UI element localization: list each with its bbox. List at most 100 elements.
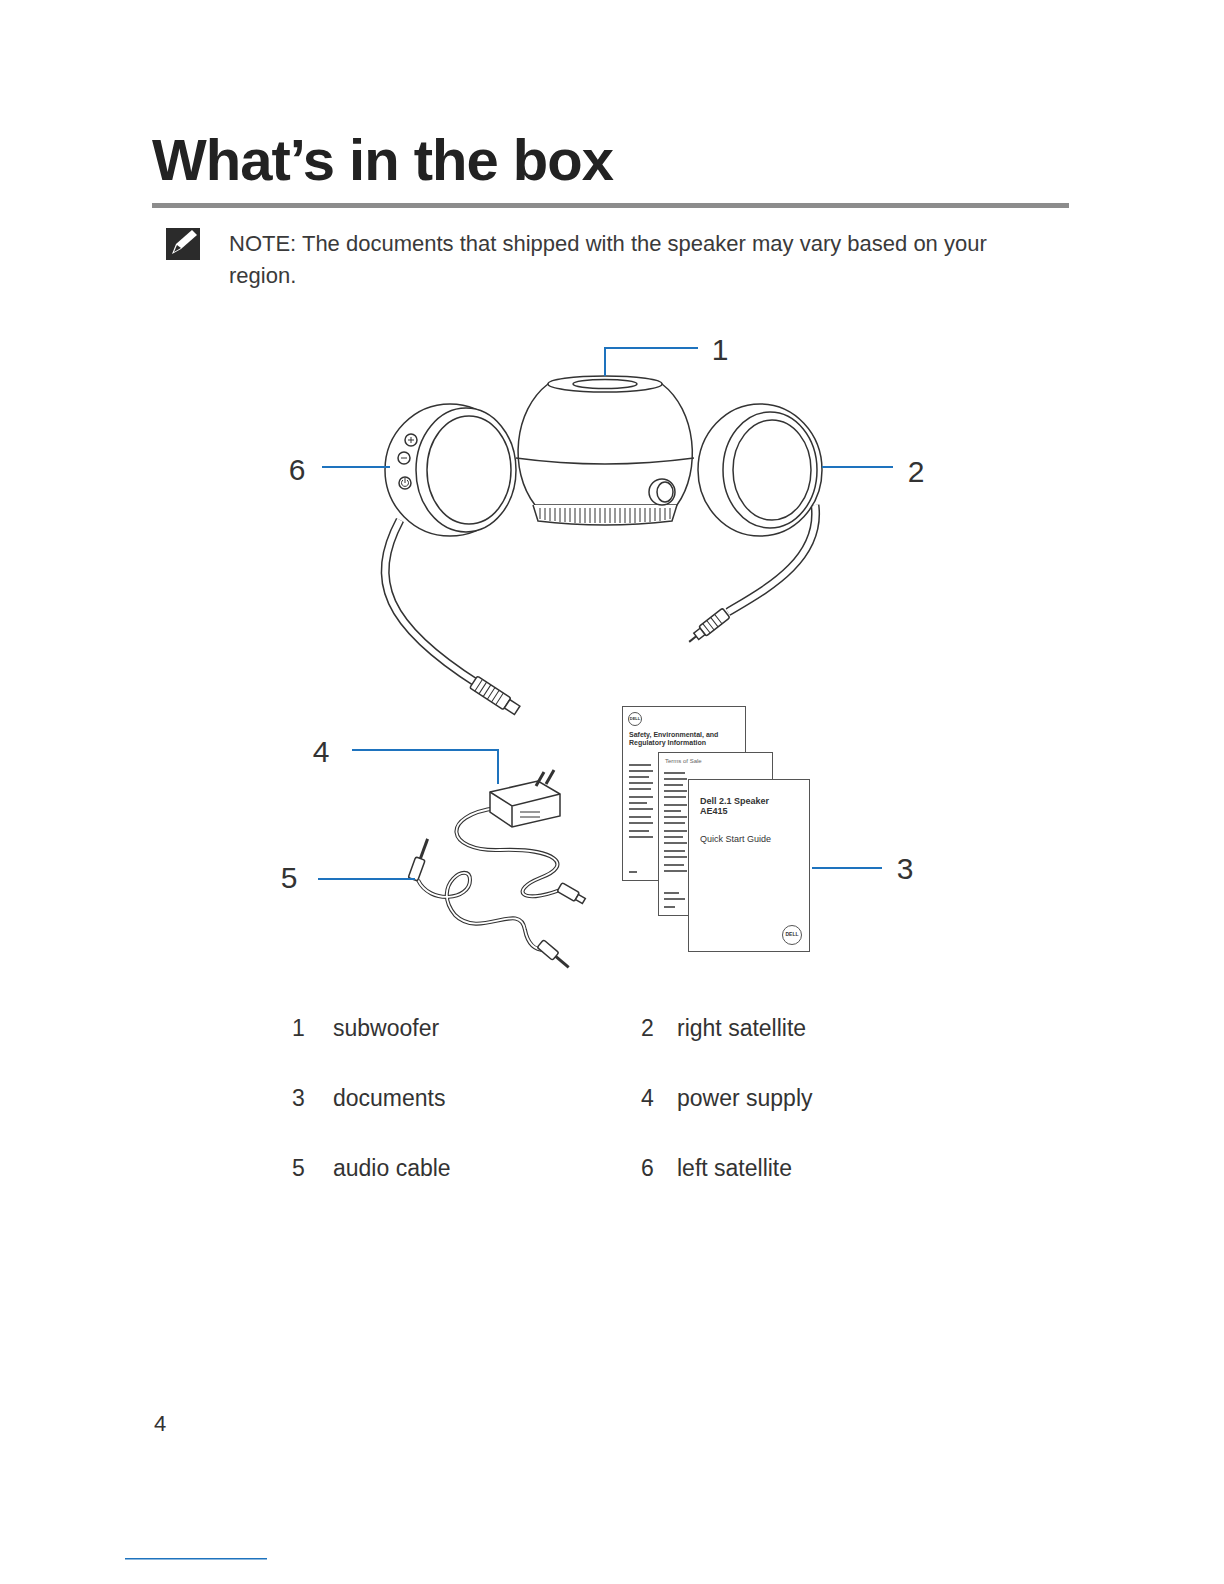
audio-cable-drawing [418,873,545,950]
text-line [664,892,679,894]
power-supply-drawing [490,781,560,827]
subwoofer-drawing [518,384,692,505]
left-satellite-drawing [385,404,521,716]
text-line [664,870,687,872]
power-supply-drawing [520,812,540,817]
left-satellite-drawing [385,520,478,684]
text-line [629,871,637,873]
audio-cable-drawing [408,837,432,881]
page-title: What’s in the box [152,131,613,189]
list-number: 3 [292,1085,305,1113]
note-icon [174,245,181,252]
left-satellite-drawing [401,458,407,459]
left-satellite-drawing [398,452,410,464]
right-satellite-drawing [723,412,817,528]
left-satellite-drawing [416,408,516,532]
subwoofer-drawing [657,482,673,502]
left-satellite-drawing [385,404,515,536]
text-line [664,906,675,908]
text-line [664,836,683,838]
left-satellite-drawing [475,679,504,704]
right-satellite-drawing [733,420,811,520]
callout-number: 1 [712,332,729,368]
text-line [629,836,653,838]
subwoofer-drawing [533,505,677,525]
text-line [629,822,653,824]
text-line [629,764,651,766]
right-satellite-drawing [689,636,696,642]
title-rule [152,203,1069,208]
text-line [629,802,647,804]
text-line [664,778,687,780]
leader-line [822,466,893,468]
audio-cable-drawing [556,956,569,967]
text-line [629,776,649,778]
left-satellite-drawing [427,416,511,524]
left-satellite-drawing [470,676,521,716]
document-text: Dell 2.1 Speaker AE415 [700,796,780,817]
text-line [664,784,683,786]
part-name: audio cable [333,1155,451,1183]
text-line [664,898,685,900]
document-text: Safety, Environmental, and Regulatory In… [629,731,739,747]
list-number: 1 [292,1015,305,1043]
power-supply-drawing [456,770,586,905]
part-name: left satellite [677,1155,792,1183]
power-supply-drawing [536,770,554,786]
text-line [664,856,687,858]
left-satellite-drawing [504,700,520,715]
part-name: subwoofer [333,1015,439,1043]
text-line [664,842,687,844]
left-satellite-drawing [470,676,511,710]
note-icon [172,230,197,254]
page-number: 4 [154,1411,166,1437]
leader-line [318,878,415,880]
text-line [664,796,686,798]
text-line [664,772,685,774]
dell-logo: DELL [628,712,642,726]
part-name: documents [333,1085,446,1113]
callout-number: 5 [281,860,298,896]
audio-cable-drawing [418,873,545,950]
subwoofer-drawing [649,479,675,505]
text-line [664,822,685,824]
leader-line [322,466,390,468]
document-text: Quick Start Guide [700,834,800,844]
subwoofer-drawing [516,458,694,464]
leader-line [352,750,498,784]
text-line [629,770,653,772]
audio-cable-drawing [537,940,572,971]
audio-cable-drawing [420,839,427,859]
dell-logo: DELL [782,925,802,945]
left-satellite-drawing [408,437,414,443]
text-line [664,850,685,852]
audio-cable-drawing [408,857,425,881]
text-line [664,810,681,812]
list-number: 4 [641,1085,654,1113]
right-satellite-drawing [685,404,822,647]
left-satellite-drawing [385,520,478,684]
list-number: 2 [641,1015,654,1043]
callout-number: 2 [908,454,925,490]
right-satellite-drawing [703,614,722,633]
text-line [629,816,651,818]
subwoofer-drawing [540,508,670,523]
document-text: Terms of Sale [665,758,755,765]
note-icon [166,228,200,260]
footer-rule [125,1558,267,1560]
text-line [664,830,687,832]
power-supply-drawing [557,883,586,906]
list-number: 6 [641,1155,654,1183]
text-line [664,804,687,806]
note-text: NOTE: The documents that shipped with th… [229,228,1029,292]
left-satellite-drawing [405,434,417,446]
part-name: right satellite [677,1015,806,1043]
callout-number: 4 [313,734,330,770]
left-satellite-drawing [402,478,409,486]
callout-number: 3 [897,851,914,887]
text-line [664,864,684,866]
power-supply-drawing [575,894,585,903]
left-satellite-drawing [399,477,411,489]
text-line [629,788,651,790]
subwoofer-drawing [573,380,637,389]
